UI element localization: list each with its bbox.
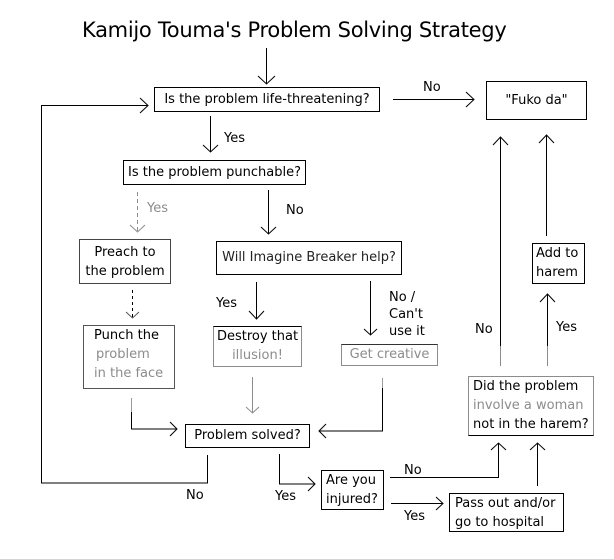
label-punch-no: No — [286, 203, 304, 218]
node-text: Did the problem — [473, 379, 579, 394]
node-get-creative: Get creative — [341, 344, 438, 366]
node-text: problem — [96, 347, 150, 362]
node-text: the problem — [85, 264, 165, 279]
label-line: use it — [389, 324, 425, 339]
arrow-lt-no — [393, 91, 475, 108]
node-text: "Fuko da" — [505, 93, 568, 108]
node-destroy: Destroy that illusion! — [213, 326, 302, 367]
node-text: Pass out and/or — [455, 496, 556, 511]
node-problem-solved: Problem solved? — [185, 424, 310, 448]
arrow-harem-fuko — [538, 134, 555, 236]
node-text: involve a woman — [473, 398, 584, 413]
node-text: harem — [536, 265, 578, 280]
label-punch-yes: Yes — [147, 201, 168, 216]
arrow-injured-yes — [391, 496, 444, 511]
node-preach: Preach to the problem — [79, 239, 171, 284]
label-ib-yes: Yes — [216, 296, 237, 311]
label-lt-no: No — [423, 80, 441, 95]
node-text: Destroy that — [216, 329, 299, 344]
node-add-to-harem: Add to harem — [532, 243, 585, 284]
arrow-solved-yes — [279, 454, 316, 492]
node-text: illusion! — [232, 348, 283, 363]
arrow-woman-no — [492, 136, 509, 366]
label-solved-yes: Yes — [275, 489, 296, 504]
label-injured-yes: Yes — [404, 509, 425, 524]
label-line: No / — [389, 290, 416, 305]
node-fuko-da: "Fuko da" — [486, 81, 587, 120]
arrow-loop-no — [41, 97, 208, 484]
node-text: Are you — [326, 473, 376, 488]
node-text: Get creative — [349, 347, 430, 362]
arrow-hospital-woman — [529, 442, 546, 486]
arrow-punch-no — [260, 190, 277, 235]
label-woman-yes: Yes — [556, 320, 577, 335]
arrow-punch-solved — [131, 398, 178, 437]
node-punch: Punch the problem in the face — [83, 325, 175, 389]
node-text: Problem solved? — [194, 428, 301, 443]
arrow-ib-no — [363, 281, 378, 336]
node-text: Punch the — [94, 328, 159, 343]
label-solved-no: No — [186, 488, 204, 503]
node-text: injured? — [326, 492, 378, 507]
arrow-destroy-solved — [245, 377, 260, 414]
node-text: in the face — [94, 366, 164, 381]
arrow-injured-no — [390, 442, 507, 478]
arrow-lt-yes — [202, 116, 219, 153]
node-hospital: Pass out and/or go to hospital — [449, 493, 564, 532]
arrow-start — [257, 48, 276, 85]
node-text: Is the problem life-threatening? — [164, 92, 370, 107]
label-woman-no: No — [475, 322, 493, 337]
node-injured: Are you injured? — [321, 470, 384, 510]
arrow-creative-solved — [318, 378, 383, 439]
page-title: Kamijo Touma's Problem Solving Strategy — [82, 18, 507, 42]
node-text: Will Imagine Breaker help? — [222, 250, 396, 265]
label-injured-no: No — [404, 463, 422, 478]
node-text: not in the harem? — [473, 417, 589, 432]
label-ib-no: No / Can't use it — [389, 289, 425, 340]
node-text: Add to — [536, 246, 579, 261]
label-lt-yes: Yes — [224, 131, 245, 146]
node-life-threatening: Is the problem life-threatening? — [154, 87, 380, 112]
node-woman: Did the problem involve a woman not in t… — [468, 376, 594, 436]
node-text: go to hospital — [455, 515, 545, 530]
label-line: Can't — [389, 307, 423, 322]
node-imagine-breaker: Will Imagine Breaker help? — [216, 241, 402, 275]
node-text: Preach to — [94, 245, 156, 260]
node-punchable: Is the problem punchable? — [123, 160, 306, 185]
node-text: Is the problem punchable? — [128, 165, 301, 180]
arrow-ib-yes — [248, 282, 265, 320]
